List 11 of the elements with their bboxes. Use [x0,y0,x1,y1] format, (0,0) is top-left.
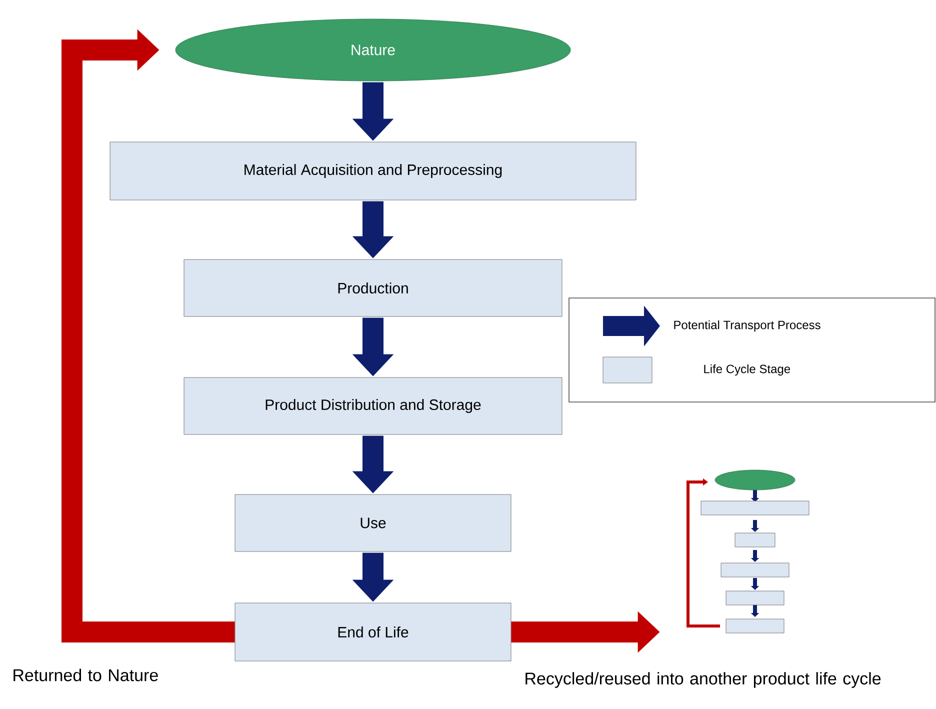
return-arrow [62,29,235,642]
stage-box: Material Acquisition and Preprocessing [110,142,636,200]
caption-text: Returned to Nature [14,668,158,682]
legend-label: Potential Transport Process [674,320,820,332]
stage-box: End of Life [234,602,512,662]
stage-box: Use [234,494,512,552]
caption-text: Recycled/reused into another product life cycle [526,672,881,688]
legend-label: Life Cycle Stage [704,364,790,376]
stage-box: Production [184,259,562,317]
mini-diagram-drawing [686,470,810,634]
stage-box: Product Distribution and Storage [184,377,562,435]
